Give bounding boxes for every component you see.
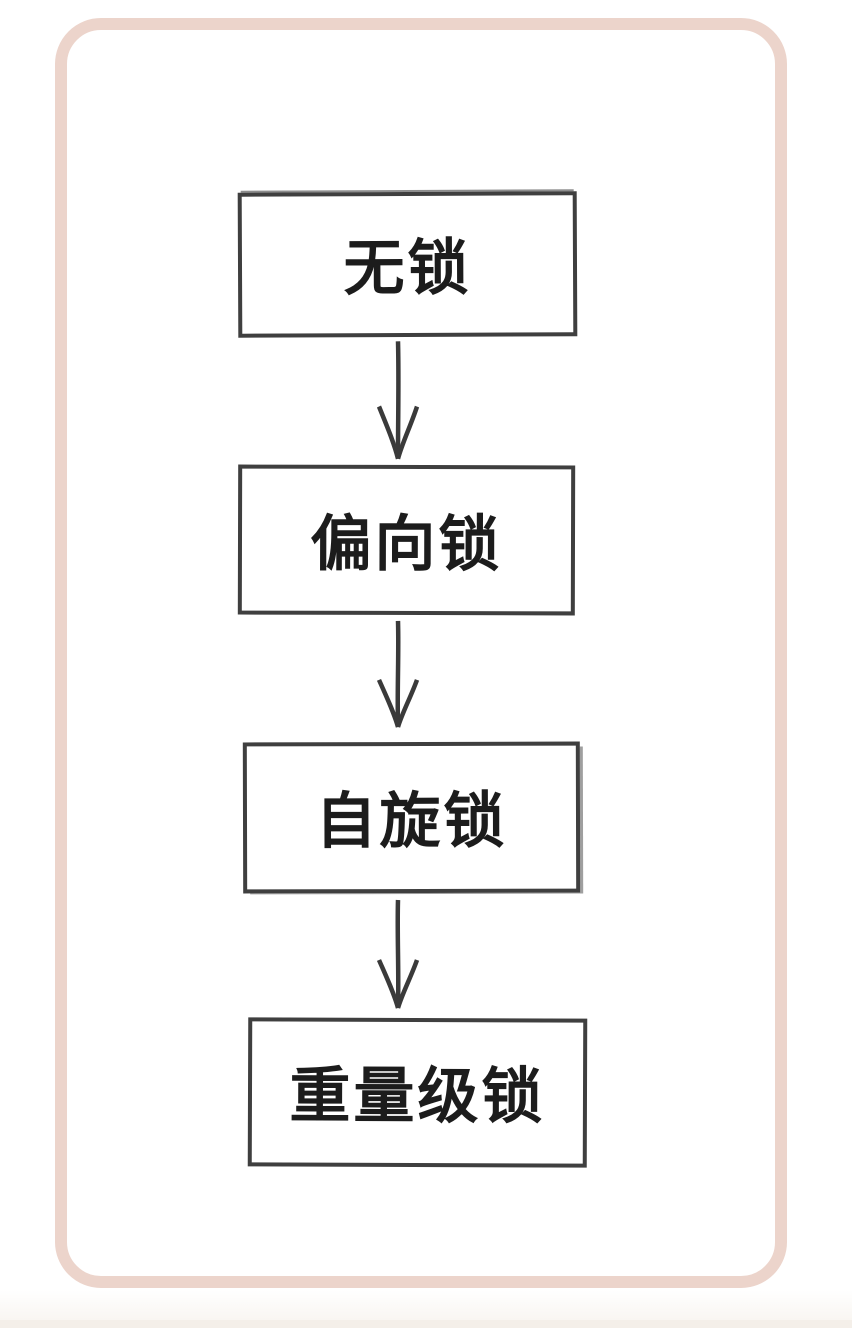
page-bottom-edge [0, 1320, 852, 1328]
flow-arrow-1 [368, 338, 428, 462]
flow-node-no-lock: 无锁 [237, 191, 578, 338]
flow-node-label: 重量级锁 [289, 1061, 546, 1131]
arrow-down-icon [376, 899, 420, 1009]
arrow-down-icon [376, 341, 420, 460]
flow-arrow-2 [368, 618, 428, 730]
page-bottom-fade [0, 1290, 852, 1320]
flow-arrow-3 [368, 897, 428, 1011]
flow-node-label: 无锁 [343, 233, 472, 303]
arrow-down-icon [376, 620, 420, 728]
flow-node-label: 自旋锁 [315, 786, 508, 856]
flow-node-heavyweight-lock: 重量级锁 [247, 1017, 588, 1168]
flow-node-biased-lock: 偏向锁 [237, 464, 576, 616]
flow-node-spin-lock: 自旋锁 [242, 741, 581, 894]
flow-node-label: 偏向锁 [310, 509, 503, 578]
